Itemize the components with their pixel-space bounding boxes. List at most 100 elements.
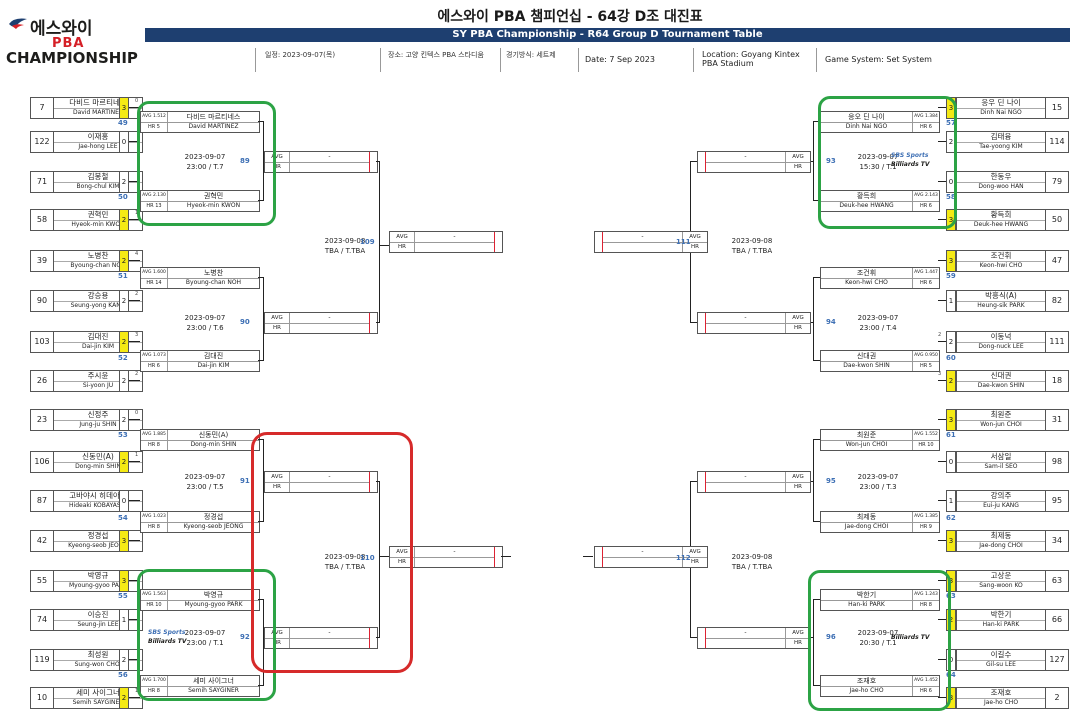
match-player-ko: 김대진	[168, 351, 259, 362]
highlight-ring-red	[251, 432, 413, 673]
sbs-sports-logo: SBS Sports	[148, 629, 186, 636]
player-name-ko: 응우 딘 나이	[981, 98, 1021, 107]
hr-label: HR	[785, 638, 810, 648]
player-name-en: Si-yoon JU	[54, 381, 142, 390]
match-hr: HR 6	[912, 278, 939, 288]
player-name-ko: 박영규	[87, 571, 109, 580]
match-hr: HR 6	[912, 122, 939, 132]
match-hr: HR 13	[141, 201, 168, 211]
highlight-ring	[137, 101, 276, 226]
player-seed: 114	[1045, 131, 1069, 153]
player-seed: 42	[30, 530, 54, 552]
avg-label: AVG	[785, 313, 810, 324]
match-hr: HR 9	[912, 522, 939, 532]
player-name-en: Myoung-gyoo PARK	[54, 581, 142, 590]
match-hr: HR 10	[912, 440, 939, 450]
bracket-line	[938, 461, 946, 462]
bracket-line	[129, 500, 140, 501]
avg-label: AVG	[390, 547, 415, 558]
match-date: 2023-09-07	[857, 153, 899, 161]
highlight-ring	[808, 570, 951, 711]
hr-value	[290, 323, 369, 333]
match-number: 91	[240, 477, 250, 485]
match-number: 57	[946, 119, 956, 127]
bracket-line	[129, 659, 140, 660]
player-box[interactable]: 신동민(A)Dong-min SHIN	[53, 451, 143, 473]
avg-value: -	[706, 152, 785, 163]
match-player-ko: 황득희	[821, 191, 912, 202]
player-seed: 74	[30, 609, 54, 631]
match-player-en: Kyeong-seob JEONG	[183, 523, 244, 530]
bracket-line	[938, 141, 946, 142]
match-number: 53	[118, 431, 128, 439]
bracket-line	[814, 121, 820, 122]
match-number: 93	[826, 157, 836, 165]
score-cell	[595, 547, 603, 567]
avg-label: AVG	[265, 472, 290, 483]
player-box[interactable]: 박흥식(A)Heung-sik PARK	[956, 290, 1046, 312]
player-seed: 127	[1045, 649, 1069, 671]
player-seed: 122	[30, 131, 54, 153]
match-player-ko: 박한기	[821, 590, 912, 601]
